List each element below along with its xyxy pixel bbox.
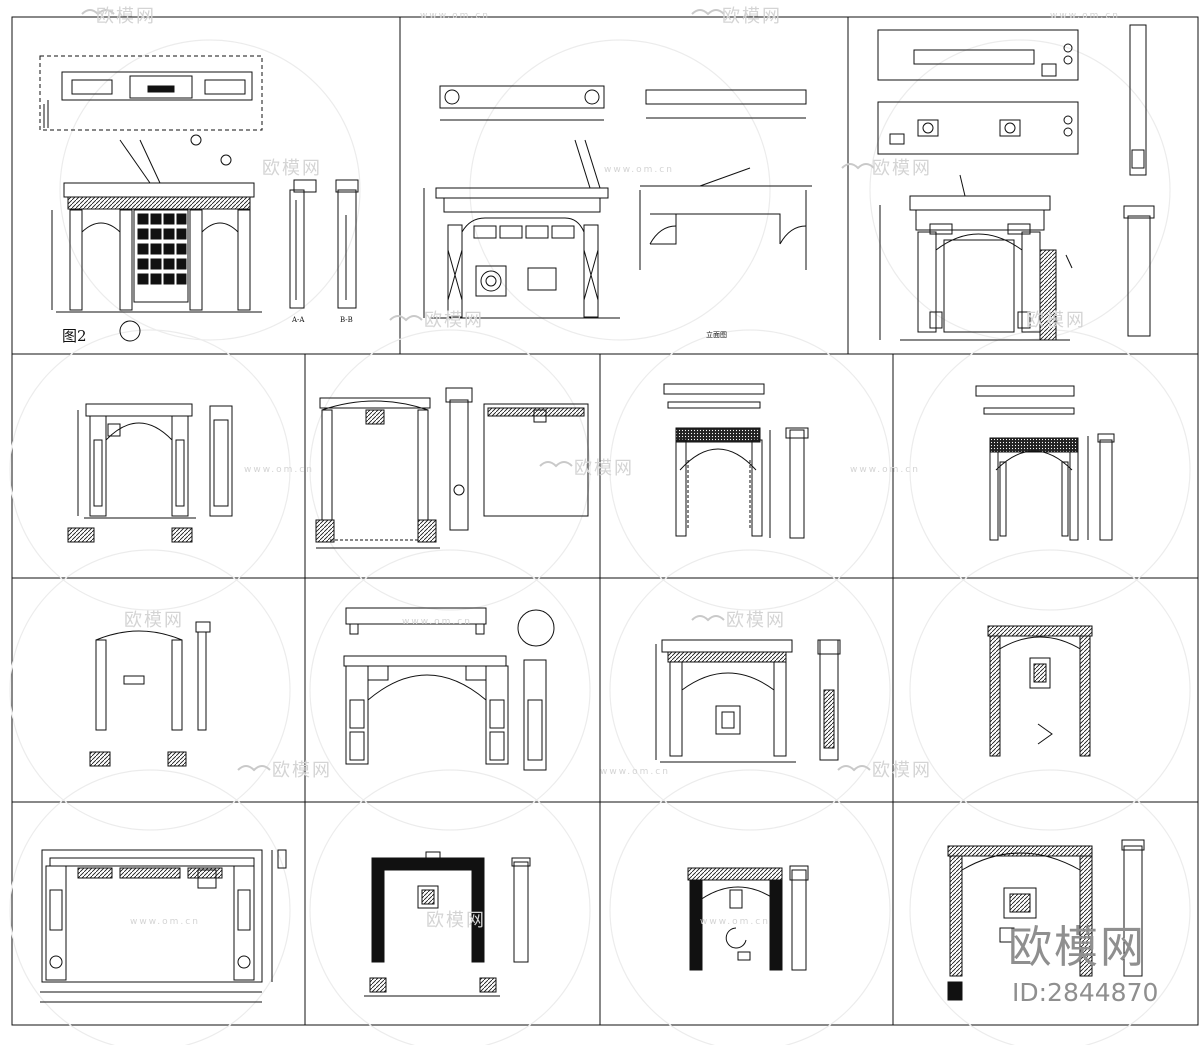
panel-1-drawing <box>39 55 359 342</box>
watermark-url: www.om.cn <box>600 767 670 777</box>
watermark-url: www.om.cn <box>402 617 472 627</box>
panel-4-drawing <box>67 403 233 543</box>
watermark-brand: 欧模网 <box>272 760 332 781</box>
panel-2-drawing <box>423 85 812 319</box>
panel-9-drawing <box>343 607 555 771</box>
panel-14-drawing <box>687 865 809 971</box>
elevation-label: 立面图 <box>706 331 727 339</box>
watermark-url: www.om.cn <box>850 465 920 475</box>
watermark-brand: 欧模网 <box>426 910 486 931</box>
watermark-url: www.om.cn <box>130 917 200 927</box>
watermark-url: www.om.cn <box>244 465 314 475</box>
watermark-brand: 欧模网 <box>574 458 634 479</box>
watermark-brand: 欧模网 <box>872 760 932 781</box>
panel-3-drawing <box>877 24 1155 341</box>
panel-grid <box>11 16 1199 1026</box>
watermark-brand: 欧模网 <box>124 610 184 631</box>
watermark-url: www.om.cn <box>604 165 674 175</box>
watermark-brand: 欧模网 <box>1026 310 1086 331</box>
watermark-brand: 欧模网 <box>424 310 484 331</box>
watermark-url: www.om.cn <box>700 917 770 927</box>
watermark-stamps <box>81 9 875 772</box>
watermark-brand: 欧模网 <box>872 158 932 179</box>
panel-12-drawing <box>40 849 287 1003</box>
watermark-url: www.om.cn <box>1050 11 1120 21</box>
panel-13-drawing <box>364 851 531 997</box>
watermark-brand-large: 欧模网 <box>1008 922 1146 973</box>
watermark-brand: 欧模网 <box>722 6 782 27</box>
panel-8-drawing <box>89 621 211 767</box>
watermark-brand: 欧模网 <box>262 158 322 179</box>
panel-1-coffers <box>137 213 187 285</box>
panel-6-drawing <box>663 383 809 539</box>
watermark-brand: 欧模网 <box>96 6 156 27</box>
panel-10-drawing <box>655 639 841 763</box>
section-b-label: B-B <box>340 316 353 324</box>
figure-label: 图2 <box>62 327 87 345</box>
section-a-label: A-A <box>292 316 305 324</box>
panel-5-drawing <box>315 387 589 549</box>
watermark-id: ID:2844870 <box>1012 978 1159 1007</box>
watermark-rings <box>9 39 1191 1045</box>
panel-7-drawing <box>975 385 1115 541</box>
panel-15-drawing <box>947 839 1145 1001</box>
watermark-brand: 欧模网 <box>726 610 786 631</box>
panel-11-drawing <box>987 625 1093 757</box>
watermark-url: www.om.cn <box>420 11 490 21</box>
